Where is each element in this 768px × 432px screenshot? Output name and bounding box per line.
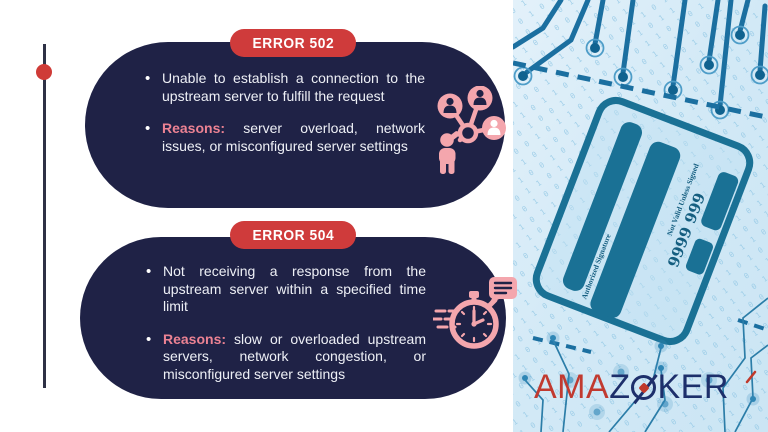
bullet-text: Reasons: slow or overloaded upstream ser… bbox=[163, 330, 426, 382]
standing-person-icon bbox=[439, 131, 460, 174]
red-tick-mark bbox=[745, 370, 757, 384]
logo-o-dot bbox=[638, 381, 650, 394]
circuit-traces bbox=[513, 0, 768, 109]
amazoker-logo: AMAZ KER bbox=[534, 368, 729, 407]
error-502-bullet-list: Unable to establish a connection to the … bbox=[145, 70, 425, 155]
error-502-badge: ERROR 502 bbox=[230, 29, 356, 57]
logo-text-z: Z bbox=[609, 368, 631, 406]
reasons-label: Reasons: bbox=[163, 330, 227, 347]
thin-trace-pads bbox=[518, 331, 760, 420]
people-network-icon bbox=[430, 85, 508, 174]
bullet-item: Not receiving a response from the upstre… bbox=[146, 263, 426, 316]
bullet-item: Reasons: slow or overloaded upstream ser… bbox=[146, 331, 426, 384]
logo-text-ama: AMA bbox=[534, 368, 610, 406]
logo-o-icon bbox=[631, 375, 657, 400]
stopwatch-icon bbox=[431, 275, 519, 357]
clock-ticks bbox=[455, 305, 493, 343]
error-502-card: Unable to establish a connection to the … bbox=[85, 42, 505, 208]
error-502-badge-label: ERROR 502 bbox=[252, 34, 334, 52]
error-504-card: Not receiving a response from the upstre… bbox=[80, 237, 506, 399]
reasons-label: Reasons: bbox=[162, 120, 226, 136]
person-node-icon bbox=[467, 85, 493, 111]
bullet-item: Reasons: server overload, network issues… bbox=[145, 120, 425, 155]
timeline-line bbox=[43, 44, 46, 388]
error-504-badge: ERROR 504 bbox=[230, 221, 356, 249]
logo-text-ker: KER bbox=[657, 368, 729, 406]
bullet-text: Not receiving a response from the upstre… bbox=[163, 263, 426, 314]
error-504-badge-label: ERROR 504 bbox=[252, 226, 334, 244]
bullet-item: Unable to establish a connection to the … bbox=[145, 70, 425, 105]
circuit-board-image: 1 0 1 0 0 1 1 0 1 0 1 1 0 0 1 0 1 1 0 1 … bbox=[513, 0, 768, 432]
person-node-icon bbox=[437, 93, 463, 119]
timeline-dot bbox=[36, 64, 52, 80]
person-node-icon bbox=[482, 116, 506, 140]
error-504-bullet-list: Not receiving a response from the upstre… bbox=[146, 263, 426, 383]
bullet-text: Reasons: server overload, network issues… bbox=[162, 120, 425, 154]
credit-card-graphic: Not Valid Unless Signed 9999 999 Authori… bbox=[532, 96, 754, 346]
bullet-text: Unable to establish a connection to the … bbox=[162, 70, 425, 104]
